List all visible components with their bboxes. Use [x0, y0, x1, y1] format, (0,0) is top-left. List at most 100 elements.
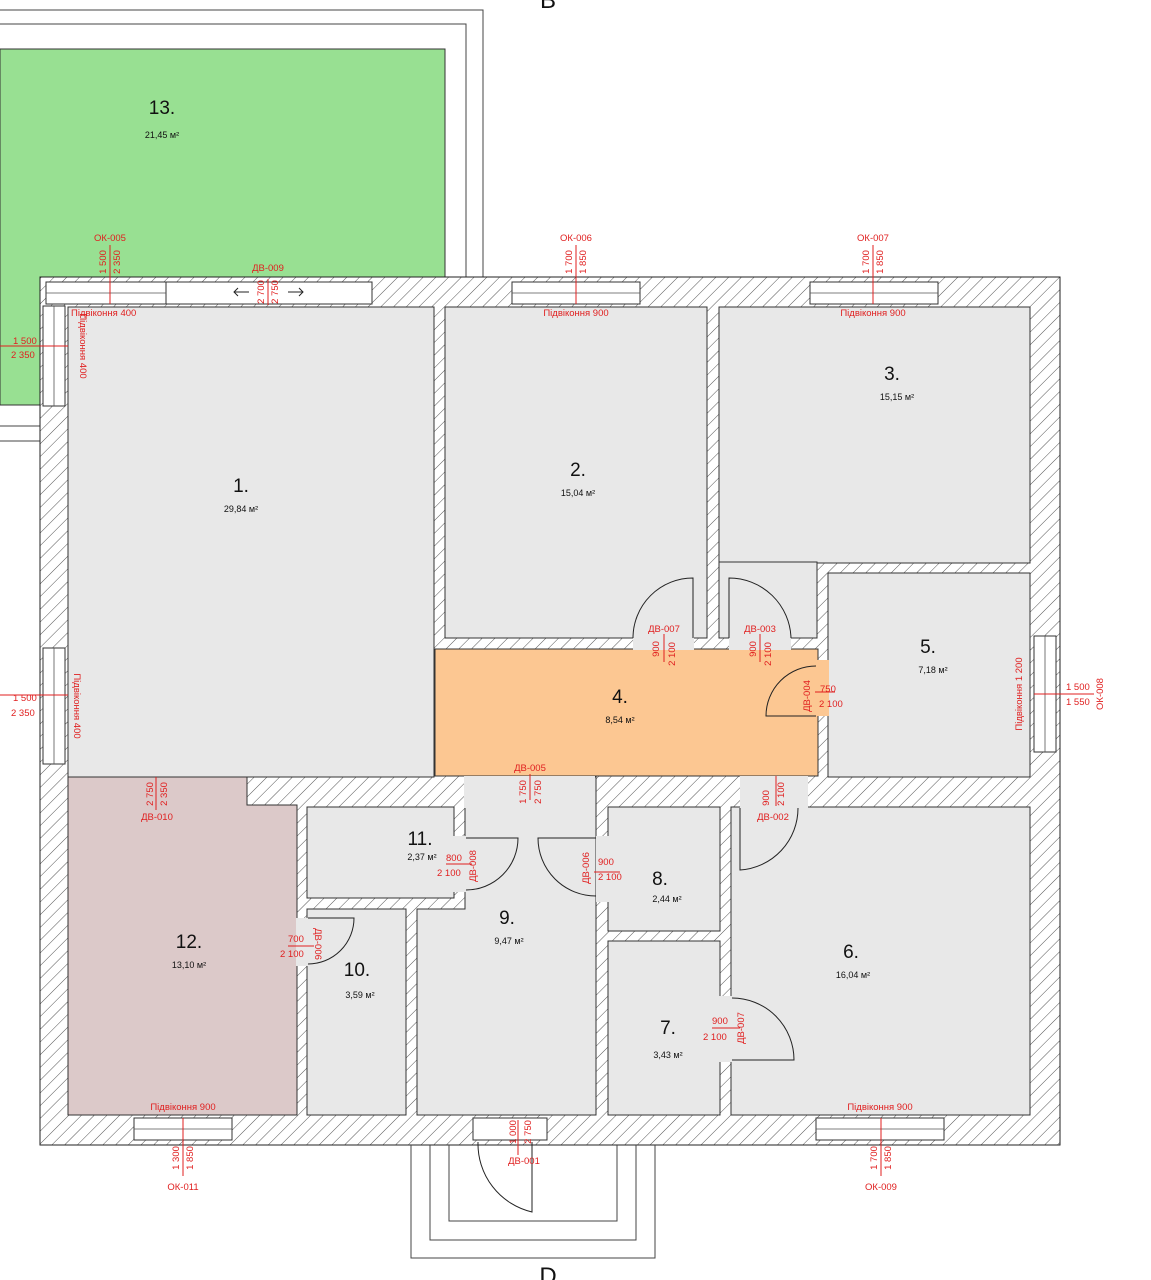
room-2-number: 2.: [570, 460, 586, 481]
sill-top-1: Підвіконня 400: [71, 308, 136, 319]
door-dv001-width: 1 000: [508, 1120, 519, 1144]
room-13-number: 13.: [149, 98, 175, 119]
door-dv001-height: 2 750: [523, 1120, 534, 1144]
door-dv006b-height: 2 100: [280, 949, 304, 960]
room-5-area: 7,18 м²: [918, 665, 947, 675]
room-3-lower: [718, 561, 818, 639]
door-dv006a-code: ДВ-006: [581, 852, 592, 884]
room-8-area: 2,44 м²: [652, 894, 681, 904]
room-2: [444, 306, 708, 639]
window-ok007-code: ОК-007: [857, 233, 889, 244]
room-3-number: 3.: [884, 364, 900, 385]
window-ok006-height: 1 850: [578, 250, 589, 274]
window-ok009-code: ОК-009: [865, 1182, 897, 1193]
door-dv003-code: ДВ-003: [744, 624, 776, 635]
door-dv010-height: 2 750: [145, 782, 156, 806]
room-1-area: 29,84 м²: [224, 504, 258, 514]
door-dv007a-height: 2 100: [667, 642, 678, 666]
window-ok005-width: 1 500: [98, 250, 109, 274]
grid-letter-top: B: [540, 0, 556, 14]
window-ok008-width: 1 500: [1066, 682, 1090, 693]
door-dv004-width: 750: [820, 684, 836, 695]
room-5: [827, 572, 1031, 778]
window-ok009-width: 1 700: [869, 1146, 880, 1170]
room-4-number: 4.: [612, 687, 628, 708]
entrance-porch: [410, 1145, 656, 1259]
door-dv006a-width: 900: [598, 857, 614, 868]
room-2-area: 15,04 м²: [561, 488, 595, 498]
door-dv010-code: ДВ-010: [141, 812, 173, 823]
room-13-area: 21,45 м²: [145, 130, 179, 140]
door-dv009-width: 2 700: [256, 280, 267, 304]
door-dv006b-width: 700: [288, 934, 304, 945]
window-left-top-width: 1 500: [13, 336, 37, 347]
door-dv004-code: ДВ-004: [802, 680, 813, 712]
window-ok006-code: ОК-006: [560, 233, 592, 244]
room-11: [306, 806, 455, 899]
door-dv006a-height: 2 100: [598, 872, 622, 883]
sill-top-2: Підвіконня 900: [543, 308, 608, 319]
door-dv008-width: 800: [446, 853, 462, 864]
window-ok005-code: ОК-005: [94, 233, 126, 244]
room-10: [306, 908, 407, 1116]
door-dv002-code: ДВ-002: [757, 812, 789, 823]
sill-right-5: Підвіконня 1 200: [1014, 657, 1025, 730]
sill-left-1: Підвіконня 400: [77, 313, 88, 378]
window-ok006-width: 1 700: [564, 250, 575, 274]
room-labels: 1. 29,84 м² 2. 15,04 м² 3. 15,15 м² 4. 8…: [145, 98, 948, 1060]
door-dv003-width: 900: [748, 641, 759, 657]
room-6-number: 6.: [843, 942, 859, 963]
sill-left-2: Підвіконня 400: [71, 673, 82, 738]
door-dv007a-width: 900: [651, 641, 662, 657]
window-left-mid-height: 2 350: [11, 708, 35, 719]
room-4-area: 8,54 м²: [605, 715, 634, 725]
room-6: [730, 806, 1031, 1116]
door-dv004-height: 2 100: [819, 699, 843, 710]
window-glazing-lines: [46, 292, 1046, 1130]
window-ok005-height: 2 350: [112, 250, 123, 274]
window-ok008-code: ОК-008: [1095, 678, 1106, 710]
window-annotations: ОК-005 1 500 2 350 ОК-006 1 700 1 850 ОК…: [11, 233, 1106, 1193]
grid-letter-bottom: D: [539, 1263, 556, 1280]
room-9: [416, 776, 597, 1116]
room-8-number: 8.: [652, 869, 668, 890]
room-12-area: 13,10 м²: [172, 960, 206, 970]
door-dv007b-code: ДВ-007: [736, 1012, 747, 1044]
door-dv007b-width: 900: [712, 1016, 728, 1027]
window-ok011-code: ОК-011: [167, 1182, 198, 1193]
door-annotations: ДВ-009 2 700 2 750 ДВ-007 900 2 100 ДВ-0…: [141, 263, 843, 1167]
sill-top-3: Підвіконня 900: [840, 308, 905, 319]
room-4-hall: [434, 648, 819, 777]
door-swings: [233, 287, 817, 1213]
window-ok009-height: 1 850: [883, 1146, 894, 1170]
room-9-area: 9,47 м²: [494, 936, 523, 946]
room-8: [607, 806, 721, 932]
window-ok007-height: 1 850: [875, 250, 886, 274]
terrace-outline: [0, 9, 484, 442]
room-11-number: 11.: [407, 829, 432, 850]
door-dv003-height: 2 100: [763, 642, 774, 666]
room-3-area: 15,15 м²: [880, 392, 914, 402]
door-dv009-code: ДВ-009: [252, 263, 284, 274]
door-dv002-height: 2 100: [776, 782, 787, 806]
window-ok011-width: 1 300: [171, 1146, 182, 1170]
room-9-number: 9.: [499, 908, 515, 929]
door-dv005-width: 1 750: [518, 780, 529, 804]
room-11-area: 2,37 м²: [407, 852, 436, 862]
door-dv010-width: 2 350: [159, 782, 170, 806]
room-7-number: 7.: [660, 1018, 676, 1039]
room-6-area: 16,04 м²: [836, 970, 870, 980]
window-left-top-height: 2 350: [11, 350, 35, 361]
window-ok008-height: 1 550: [1066, 697, 1090, 708]
sill-bottom-6: Підвіконня 900: [847, 1102, 912, 1113]
window-ok011-height: 1 850: [185, 1146, 196, 1170]
window-left-mid-width: 1 500: [13, 693, 37, 704]
door-dv007b-height: 2 100: [703, 1032, 727, 1043]
door-dv008-code: ДВ-008: [468, 850, 479, 882]
door-dv009-height: 2 750: [270, 280, 281, 304]
door-dv007a-code: ДВ-007: [648, 624, 680, 635]
door-dv001-code: ДВ-001: [508, 1156, 540, 1167]
room-1: [67, 306, 435, 778]
door-dv002-width: 900: [761, 790, 772, 806]
